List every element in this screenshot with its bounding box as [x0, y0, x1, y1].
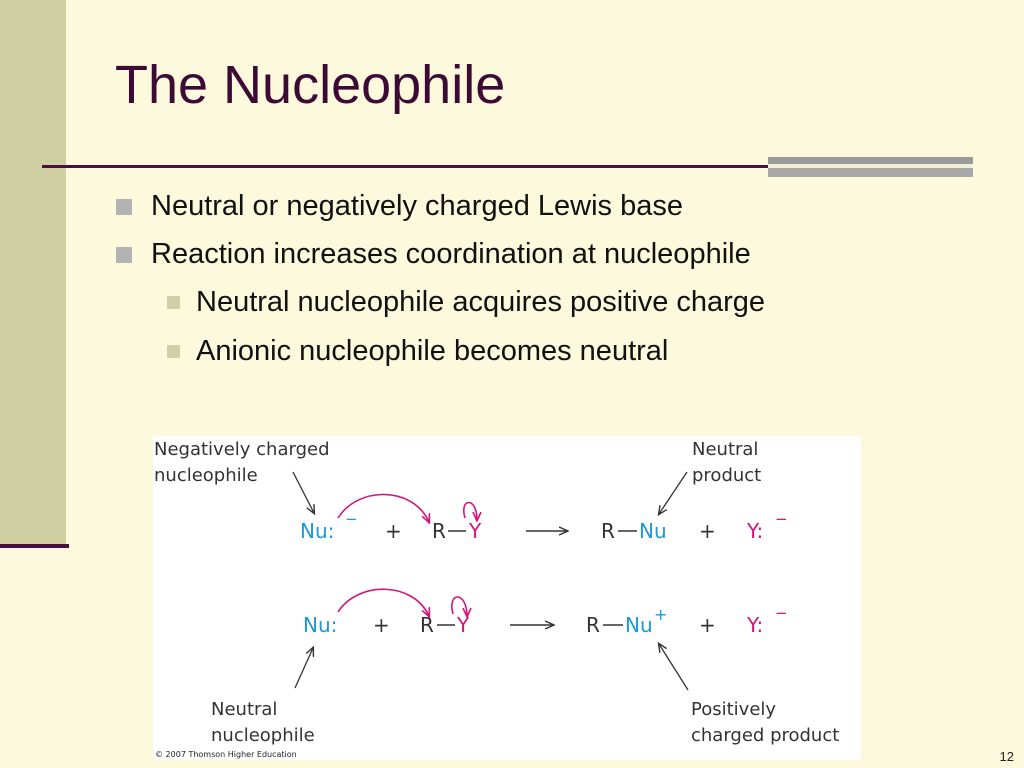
- label-negatively-charged-nucleophile: Negatively charged: [154, 439, 330, 460]
- reaction-figure: Negatively charged nucleophile Neutral p…: [153, 436, 861, 760]
- bullet-marker: [116, 246, 132, 263]
- sub-bullet-marker: [167, 296, 180, 309]
- electron-arrow: [462, 501, 477, 521]
- pointer-arrow: [292, 471, 314, 513]
- plus-sign: +: [699, 519, 716, 543]
- label-neutral-product-line2: product: [692, 465, 761, 486]
- slide-title: The Nucleophile: [115, 55, 506, 115]
- electron-arrow: [451, 596, 467, 616]
- leaving-group: Y:: [746, 519, 763, 543]
- plus-sign: +: [699, 613, 716, 637]
- title-underline: [42, 165, 772, 168]
- electron-arrow: [337, 588, 429, 616]
- left-band-bottom-rule: [0, 544, 69, 548]
- leaving-group-charge: −: [775, 510, 788, 528]
- product-r: R: [601, 519, 615, 543]
- product-r: R: [586, 613, 600, 637]
- bullet-text: Reaction increases coordination at nucle…: [151, 238, 751, 270]
- pointer-arrow: [294, 648, 313, 689]
- label-neutral-nucleophile-line2: nucleophile: [211, 725, 315, 746]
- pointer-arrow: [659, 471, 688, 514]
- nucleophile-charge: −: [345, 510, 358, 528]
- label-neutral-product: Neutral: [692, 439, 758, 460]
- label-positively-charged-product-line2: charged product: [691, 725, 839, 746]
- product-nu: Nu: [639, 519, 667, 543]
- reaction-diagram: Negatively charged nucleophile Neutral p…: [154, 439, 839, 759]
- bullet-text: Anionic nucleophile becomes neutral: [196, 335, 669, 367]
- bullet-text: Neutral nucleophile acquires positive ch…: [196, 286, 766, 318]
- leaving-group-charge: −: [775, 604, 788, 622]
- copyright-notice: © 2007 Thomson Higher Education: [155, 750, 297, 759]
- label-positively-charged-product: Positively: [691, 699, 776, 720]
- sub-bullet-marker: [167, 345, 180, 358]
- substrate-r: R: [420, 613, 434, 637]
- accent-bar: [768, 157, 973, 177]
- label-neutral-nucleophile: Neutral: [211, 699, 277, 720]
- leaving-group: Y:: [746, 613, 763, 637]
- substrate-y: Y: [456, 613, 470, 637]
- page-number: 12: [999, 749, 1014, 764]
- plus-sign: +: [385, 519, 402, 543]
- neutral-nucleophile: Nu:: [303, 613, 337, 637]
- sub-bullet-item: Neutral nucleophile acquires positive ch…: [167, 286, 765, 319]
- label-negatively-charged-nucleophile-line2: nucleophile: [154, 465, 258, 486]
- electron-arrow: [337, 493, 429, 522]
- product-nu: Nu: [625, 613, 653, 637]
- nucleophile-anion: Nu:: [300, 519, 334, 543]
- substrate-y: Y: [468, 519, 482, 543]
- left-decorative-band: [0, 0, 66, 548]
- bullet-item: Reaction increases coordination at nucle…: [116, 238, 751, 271]
- bullet-item: Neutral or negatively charged Lewis base: [116, 190, 683, 223]
- sub-bullet-item: Anionic nucleophile becomes neutral: [167, 335, 668, 368]
- product-charge: +: [654, 605, 667, 624]
- substrate-r: R: [432, 519, 446, 543]
- bullet-marker: [116, 198, 132, 215]
- bullet-text: Neutral or negatively charged Lewis base: [151, 190, 683, 222]
- plus-sign: +: [373, 613, 390, 637]
- pointer-arrow: [659, 644, 689, 691]
